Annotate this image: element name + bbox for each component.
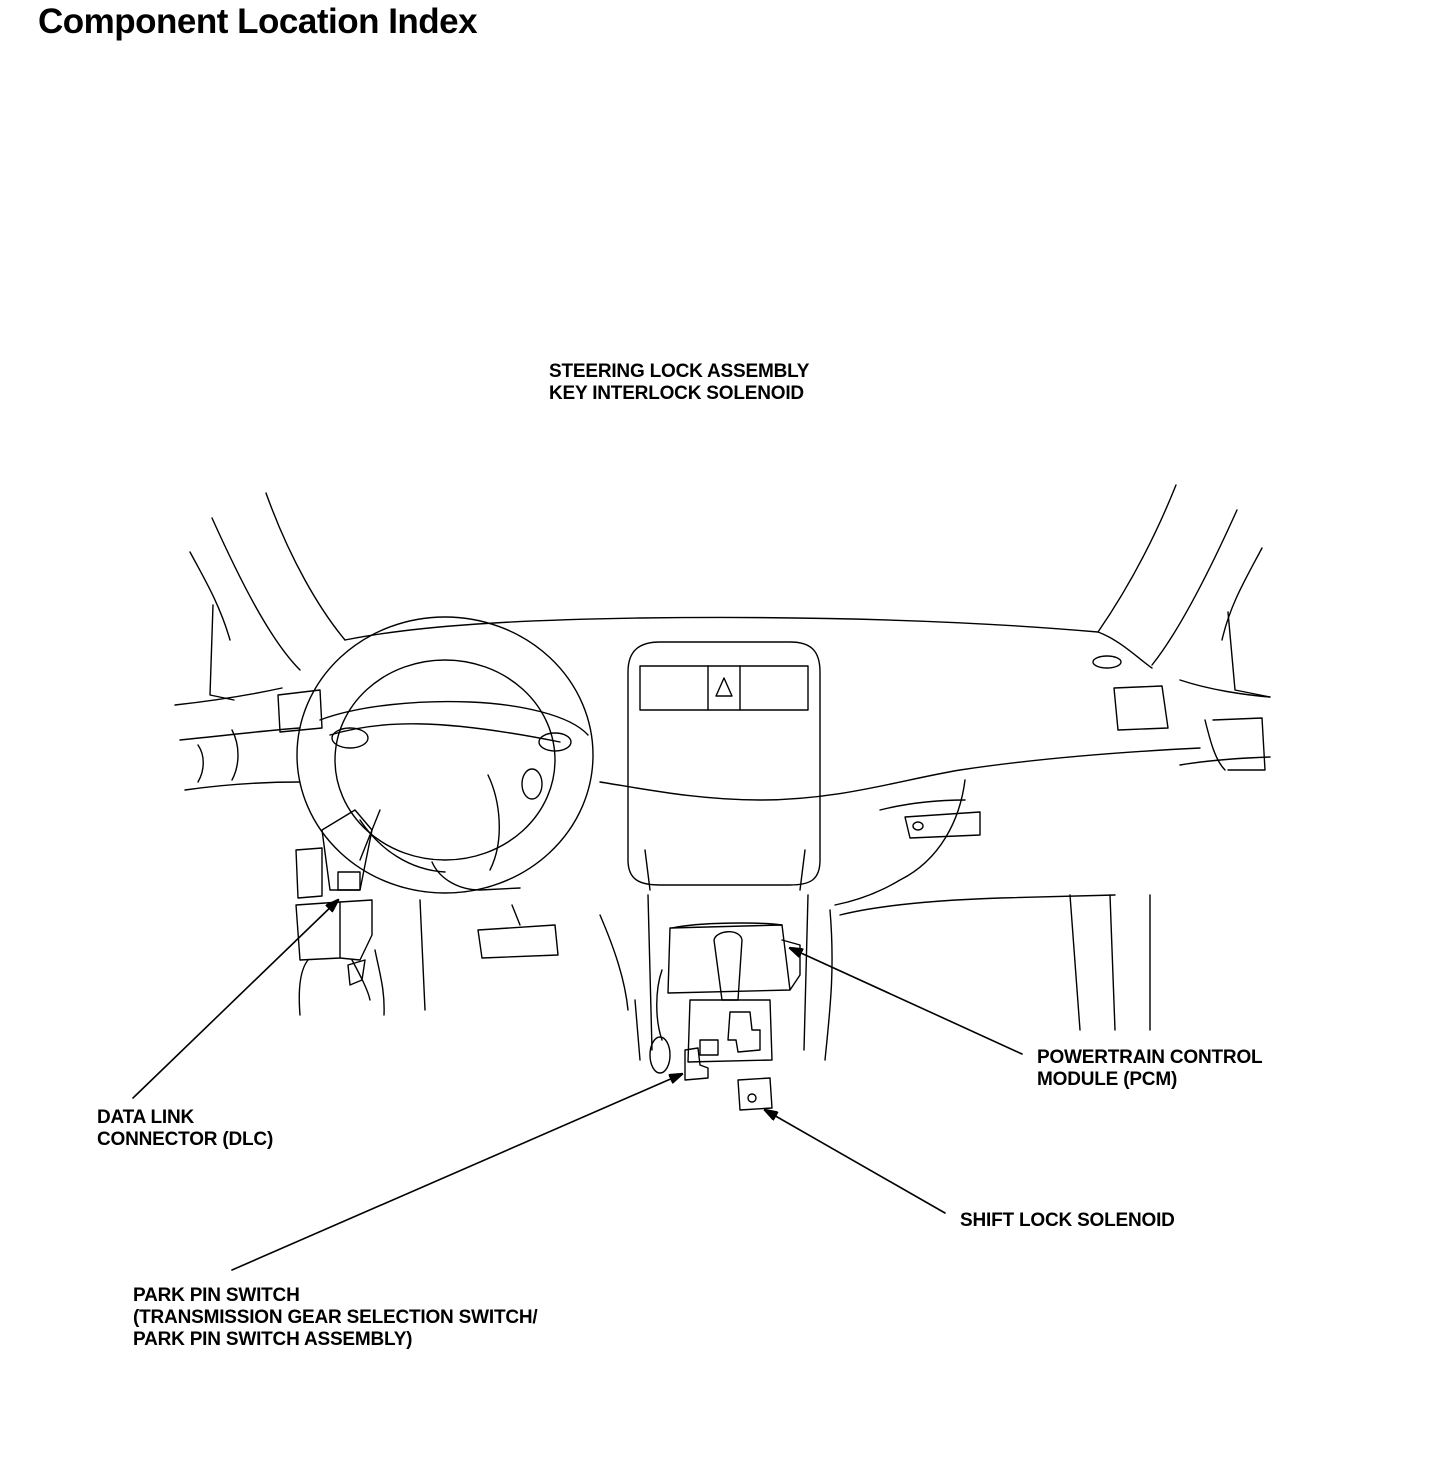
callout-park-pin-switch: PARK PIN SWITCH (TRANSMISSION GEAR SELEC… bbox=[133, 1285, 538, 1351]
callout-line: STEERING LOCK ASSEMBLY bbox=[549, 361, 810, 382]
center-console bbox=[634, 894, 833, 1111]
steering-column bbox=[295, 809, 385, 1016]
left-vent bbox=[197, 689, 323, 783]
page-title: Component Location Index bbox=[38, 2, 478, 41]
leader-shift-lock bbox=[765, 1110, 946, 1214]
callout-steering-lock-assembly: STEERING LOCK ASSEMBLY KEY INTERLOCK SOL… bbox=[549, 361, 809, 405]
right-a-pillar bbox=[1097, 484, 1271, 698]
right-vent bbox=[1092, 655, 1169, 731]
leader-park-pin bbox=[231, 1074, 682, 1271]
callout-line: PARK PIN SWITCH bbox=[133, 1285, 300, 1306]
callout-shift-lock-solenoid: SHIFT LOCK SOLENOID bbox=[960, 1210, 1175, 1232]
center-stack bbox=[627, 641, 821, 891]
leader-pcm bbox=[790, 948, 1023, 1055]
callout-line: (TRANSMISSION GEAR SELECTION SWITCH/ bbox=[133, 1307, 538, 1328]
leader-dlc bbox=[132, 900, 338, 1099]
glovebox-area bbox=[839, 811, 1151, 1031]
callout-line: POWERTRAIN CONTROL bbox=[1037, 1047, 1263, 1068]
callout-line: KEY INTERLOCK SOLENOID bbox=[549, 383, 804, 404]
callout-line: SHIFT LOCK SOLENOID bbox=[960, 1210, 1175, 1231]
steering-wheel bbox=[296, 616, 594, 894]
callout-line: DATA LINK bbox=[97, 1107, 195, 1128]
callout-line: CONNECTOR (DLC) bbox=[97, 1129, 274, 1150]
pedal-area bbox=[419, 899, 629, 1011]
callout-line: MODULE (PCM) bbox=[1037, 1069, 1178, 1090]
dashboard-outline bbox=[174, 616, 1271, 906]
callout-data-link-connector: DATA LINK CONNECTOR (DLC) bbox=[97, 1107, 273, 1151]
callout-powertrain-control-module: POWERTRAIN CONTROL MODULE (PCM) bbox=[1037, 1047, 1263, 1091]
left-a-pillar bbox=[189, 492, 346, 701]
callout-line: PARK PIN SWITCH ASSEMBLY) bbox=[133, 1329, 413, 1350]
